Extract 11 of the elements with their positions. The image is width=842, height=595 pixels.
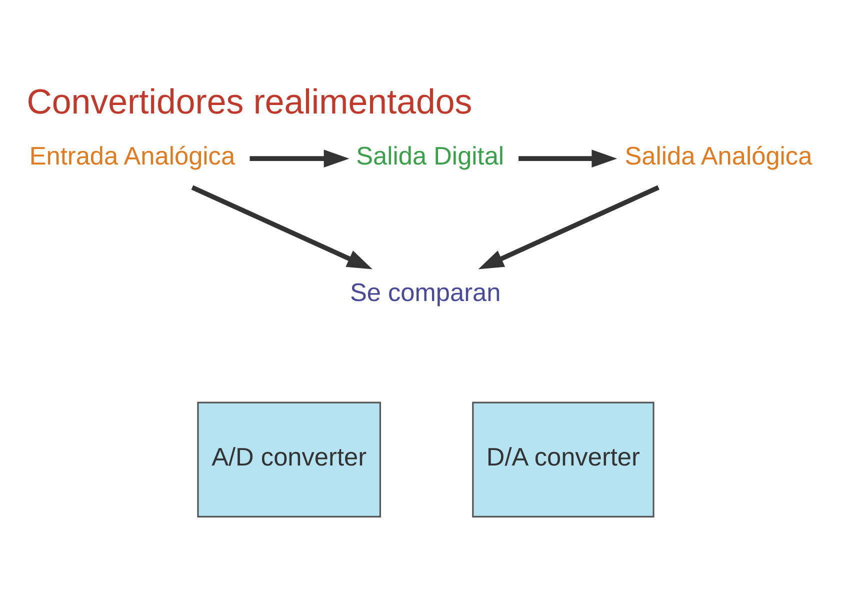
node-text: Se comparan bbox=[350, 278, 501, 306]
node-box: D/A converter bbox=[472, 401, 654, 517]
node-text: Salida Digital bbox=[356, 142, 504, 170]
node-text: Entrada Analógica bbox=[29, 142, 236, 170]
node-box: A/D converter bbox=[197, 401, 381, 517]
arrow bbox=[518, 149, 618, 167]
arrow bbox=[191, 184, 372, 269]
arrow bbox=[478, 184, 660, 269]
diagram-title: Convertidores realimentados bbox=[26, 82, 472, 122]
arrow bbox=[250, 149, 350, 167]
node-text: Salida Analógica bbox=[624, 142, 812, 170]
